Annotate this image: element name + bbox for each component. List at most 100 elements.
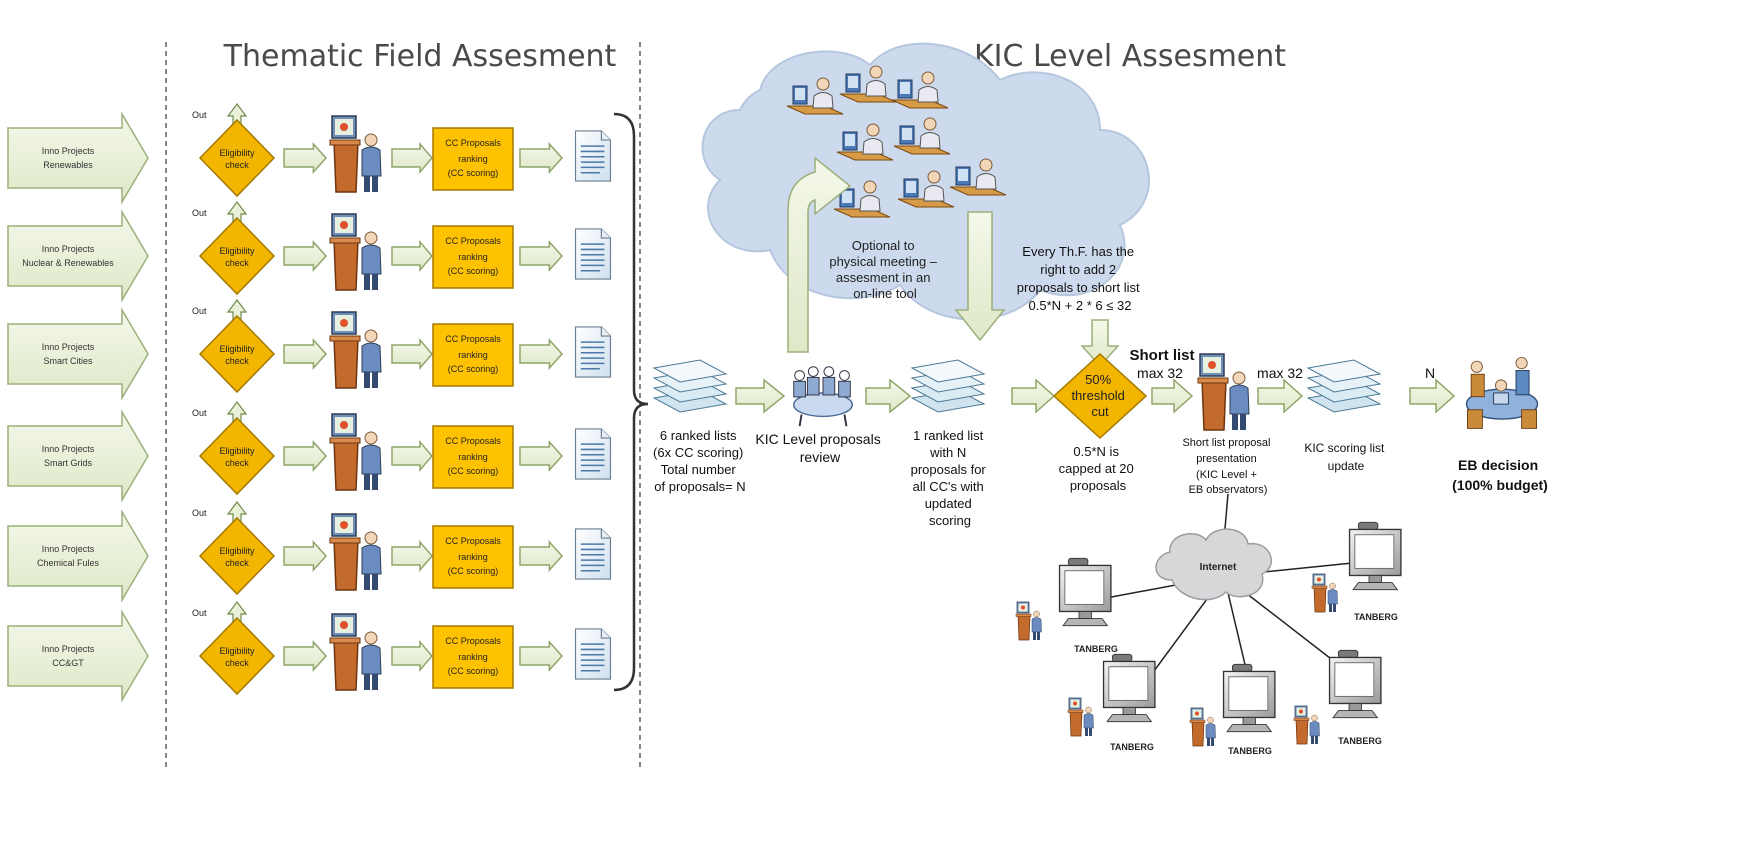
presenter-icon bbox=[329, 413, 382, 491]
internet-label: Internet bbox=[1200, 562, 1237, 573]
row-arrow-2 bbox=[391, 141, 433, 175]
heading-thematic-field: Thematic Field Assesment bbox=[223, 39, 617, 74]
threshold-diamond bbox=[1052, 352, 1148, 440]
eligibility-diamond bbox=[198, 416, 276, 496]
presenter-icon bbox=[329, 613, 382, 691]
terminal-left bbox=[1015, 557, 1112, 641]
ranking-box bbox=[432, 323, 514, 387]
short-list-label: Short list bbox=[1129, 347, 1194, 364]
eligibility-diamond bbox=[198, 216, 276, 296]
presenter-icon bbox=[329, 213, 382, 291]
out-label: Out bbox=[192, 208, 207, 218]
out-label: Out bbox=[192, 306, 207, 316]
terminal-right bbox=[1311, 521, 1402, 613]
row-arrow-2 bbox=[391, 539, 433, 573]
row-arrow-3 bbox=[519, 440, 564, 472]
ranking-box bbox=[432, 525, 514, 589]
stack-one-list bbox=[910, 359, 986, 413]
tanberg-label-bottom-2: TANBERG bbox=[1228, 746, 1272, 756]
terminal-bottom-1 bbox=[1067, 653, 1156, 737]
input-arrow bbox=[7, 609, 149, 703]
row-arrow-2 bbox=[391, 439, 433, 473]
tanberg-label-right: TANBERG bbox=[1354, 612, 1398, 622]
row-arrow-1 bbox=[283, 240, 328, 272]
presenter-icon bbox=[329, 311, 382, 389]
row-arrow-1 bbox=[283, 640, 328, 672]
ranking-box bbox=[432, 625, 514, 689]
online-cloud: Optional to physical meeting – assesment… bbox=[701, 42, 1150, 321]
row-arrow-3 bbox=[519, 338, 564, 370]
arrow-flow-4 bbox=[1151, 378, 1194, 414]
tanberg-label-bottom-3: TANBERG bbox=[1338, 736, 1382, 746]
out-label: Out bbox=[192, 110, 207, 120]
tanberg-label-bottom-1: TANBERG bbox=[1110, 742, 1154, 752]
presenter-kic-icon bbox=[1197, 353, 1250, 431]
out-label: Out bbox=[192, 508, 207, 518]
threshold-diamond-text: 50% threshold cut bbox=[1071, 372, 1128, 419]
eligibility-diamond bbox=[198, 118, 276, 198]
row-arrow-1 bbox=[283, 338, 328, 370]
stack-scoring-list bbox=[1306, 359, 1382, 413]
input-arrow bbox=[7, 209, 149, 303]
one-list-label: 1 ranked list with N proposals for all C… bbox=[911, 428, 990, 528]
threshold-note: Every Th.F. has the right to add 2 propo… bbox=[1017, 244, 1143, 313]
arrow-flow-3 bbox=[1011, 378, 1056, 414]
eligibility-diamond bbox=[198, 314, 276, 394]
document-icon bbox=[574, 427, 612, 481]
input-arrow bbox=[7, 409, 149, 503]
scoring-update-label: KIC scoring list update bbox=[1304, 441, 1387, 473]
input-arrow bbox=[7, 307, 149, 401]
document-icon bbox=[574, 129, 612, 183]
meeting-icon bbox=[792, 365, 854, 428]
terminal-bottom-3 bbox=[1293, 649, 1382, 745]
presentation-label: Short list proposal presentation (KIC Le… bbox=[1182, 437, 1273, 496]
row-arrow-1 bbox=[283, 540, 328, 572]
ranking-box bbox=[432, 225, 514, 289]
internet-cloud bbox=[1155, 528, 1273, 601]
heading-kic-level: KIC Level Assesment bbox=[974, 39, 1286, 74]
tanberg-label-left: TANBERG bbox=[1074, 644, 1118, 654]
capped-label: 0.5*N is capped at 20 proposals bbox=[1059, 444, 1138, 493]
arrow-flow-1 bbox=[735, 378, 786, 414]
ranking-box bbox=[432, 425, 514, 489]
n-label: N bbox=[1425, 365, 1435, 381]
collect-brace bbox=[613, 112, 649, 692]
arrow-flow-5 bbox=[1257, 378, 1304, 414]
row-arrow-1 bbox=[283, 440, 328, 472]
document-icon bbox=[574, 527, 612, 581]
eligibility-diamond bbox=[198, 616, 276, 696]
document-icon bbox=[574, 325, 612, 379]
arrow-flow-2 bbox=[865, 378, 912, 414]
arrow-to-cloud bbox=[787, 156, 852, 353]
eb-decision-label: EB decision (100% budget) bbox=[1452, 457, 1548, 493]
arrow-from-cloud bbox=[954, 211, 1006, 342]
document-icon bbox=[574, 627, 612, 681]
row-arrow-2 bbox=[391, 239, 433, 273]
row-arrow-3 bbox=[519, 240, 564, 272]
document-icon bbox=[574, 227, 612, 281]
input-arrow bbox=[7, 111, 149, 205]
stack-six-lists bbox=[652, 359, 728, 413]
max32-label-a: max 32 bbox=[1137, 365, 1183, 381]
six-lists-label: 6 ranked lists (6x CC scoring) Total num… bbox=[653, 428, 747, 494]
